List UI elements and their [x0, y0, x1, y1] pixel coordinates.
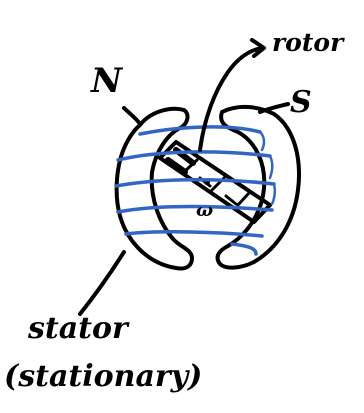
stator-note-label: (stationary)	[4, 359, 203, 394]
north-stator-pole	[114, 106, 194, 271]
south-stator-pole	[215, 105, 301, 270]
stator-leader-line	[78, 250, 126, 316]
north-pole-label: N	[91, 61, 123, 101]
rotor-label: rotor	[272, 28, 344, 57]
n-leader-line	[122, 106, 142, 126]
angular-velocity-label: ω	[196, 200, 214, 221]
rotor-arrow-head	[250, 38, 266, 58]
south-pole-label: S	[290, 85, 312, 120]
rotor-leader-line	[198, 46, 264, 152]
s-leader-line	[258, 102, 290, 114]
stator-label: stator	[28, 311, 128, 346]
